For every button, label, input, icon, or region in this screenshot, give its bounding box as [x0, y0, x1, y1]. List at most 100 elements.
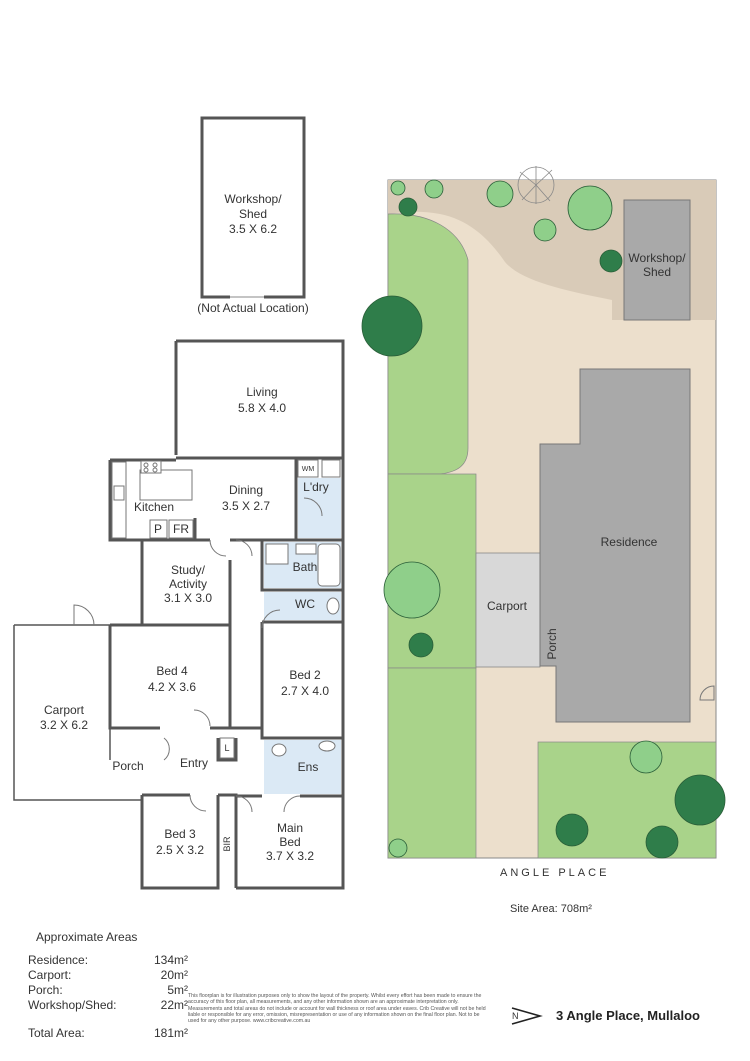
workshop-dims: 3.5 X 6.2: [229, 222, 277, 236]
floor-plan-labels: Workshop/Shed 3.5 X 6.2 (Not Actual Loca…: [40, 192, 329, 863]
bir-label: BIR: [222, 836, 232, 852]
area-value: 20m²: [160, 968, 188, 982]
wm-label: WM: [302, 466, 315, 473]
linen-label: L: [224, 743, 229, 753]
bath-label: Bath: [293, 560, 318, 574]
front-lawn-south: [387, 667, 477, 859]
tree-back-1: [629, 740, 663, 774]
bed2-name: Bed 2: [289, 668, 321, 682]
living-name: Living: [246, 385, 277, 399]
kitchen-sink: [113, 485, 125, 501]
bed4-name: Bed 4: [156, 664, 188, 678]
carport-dims: 3.2 X 6.2: [40, 718, 88, 732]
site-workshop: [623, 199, 691, 321]
pantry-label: P: [154, 522, 162, 536]
toilet-ens: [271, 743, 287, 757]
compass-n-label: N: [512, 1011, 519, 1021]
property-address: 3 Angle Place, Mullaloo: [556, 1008, 700, 1023]
kitchen-island: [139, 469, 193, 501]
kitchen-name: Kitchen: [134, 500, 174, 514]
tree-small-4: [533, 218, 557, 242]
fridge-label: FR: [173, 522, 189, 536]
workshop-line1: Workshop/: [224, 192, 282, 206]
vanity: [295, 543, 317, 555]
site-residence-label: Residence: [601, 535, 658, 549]
tree-back-3: [555, 813, 589, 847]
bathtub: [317, 543, 341, 587]
dining-name: Dining: [229, 483, 263, 497]
door-swings: [73, 497, 323, 813]
bed4-dims: 4.2 X 3.6: [148, 680, 196, 694]
tree-back-4: [645, 825, 679, 859]
bed3-dims: 2.5 X 3.2: [156, 843, 204, 857]
entry-label: Entry: [180, 756, 208, 770]
area-value: 5m²: [167, 983, 188, 997]
tree-small-3: [424, 179, 444, 199]
fridge-box: [168, 519, 194, 539]
washing-machine: [297, 459, 319, 478]
fixtures: [111, 459, 341, 759]
street-name: ANGLE PLACE: [500, 867, 610, 879]
area-total-row: Total Area: 181m²: [28, 1026, 188, 1041]
ens-basin: [318, 740, 336, 752]
floor-plan: [13, 116, 345, 890]
tree-small-6: [599, 249, 623, 273]
pantry-box: [149, 519, 168, 539]
laundry-trough: [321, 459, 341, 478]
workshop-line2: Shed: [239, 207, 267, 221]
tree-small-1: [398, 197, 418, 217]
bed3-room: [140, 793, 220, 890]
area-value: 22m²: [160, 998, 188, 1012]
not-actual-location: (Not Actual Location): [197, 301, 308, 315]
front-lawn-north: [387, 213, 469, 475]
shower: [265, 543, 289, 565]
area-row: Porch: 5m²: [28, 983, 188, 998]
tree-large-light: [383, 561, 441, 619]
area-label: Carport:: [28, 968, 72, 982]
site-plan-labels: Workshop/Shed Residence Carport Porch: [487, 251, 686, 660]
total-label: Total Area:: [28, 1026, 85, 1040]
area-value: 134m²: [153, 953, 188, 967]
site-plan: [387, 179, 717, 859]
tree-back-2: [674, 774, 726, 826]
main-bed-room: [236, 794, 345, 890]
dining-dims: 3.5 X 2.7: [222, 499, 270, 513]
porch-label: Porch: [112, 759, 143, 773]
bed2-dims: 2.7 X 4.0: [281, 684, 329, 698]
site-residence: [539, 368, 691, 723]
area-row: Carport: 20m²: [28, 968, 188, 983]
tree-large-dark: [361, 295, 423, 357]
total-value: 181m²: [153, 1026, 188, 1040]
site-area: Site Area: 708m²: [510, 903, 592, 915]
site-carport-label: Carport: [487, 599, 528, 613]
dining-room: [176, 456, 298, 540]
area-label: Porch:: [28, 983, 63, 997]
entry-room: [216, 726, 264, 762]
living-dims: 5.8 X 4.0: [238, 401, 286, 415]
living-room: [174, 339, 345, 458]
ens-label: Ens: [298, 760, 319, 774]
tree-small-8: [408, 632, 434, 658]
site-workshop-label: Workshop/Shed: [628, 251, 686, 279]
tree-small-5: [567, 185, 613, 231]
bed3-name: Bed 3: [164, 827, 196, 841]
area-row: Workshop/Shed: 22m²: [28, 998, 188, 1013]
site-porch-label: Porch: [545, 628, 559, 659]
workshop-shed-room: [200, 116, 306, 299]
study-dims: 3.1 X 3.0: [164, 591, 212, 605]
disclaimer: This floorplan is for illustration purpo…: [188, 993, 486, 1025]
area-row: Residence: 134m²: [28, 953, 188, 968]
areas-title: Approximate Areas: [36, 930, 138, 944]
tree-small-7: [486, 180, 514, 208]
study-line1: Study/Activity: [169, 563, 207, 591]
toilet-wc: [326, 597, 340, 615]
tree-small-2: [390, 180, 406, 196]
wc-label: WC: [295, 597, 315, 611]
main-bed-dims: 3.7 X 3.2: [266, 849, 314, 863]
tree-small-9: [388, 838, 408, 858]
north-compass-icon: [511, 1007, 543, 1025]
bare-tree: [517, 166, 555, 204]
area-label: Residence:: [28, 953, 89, 967]
